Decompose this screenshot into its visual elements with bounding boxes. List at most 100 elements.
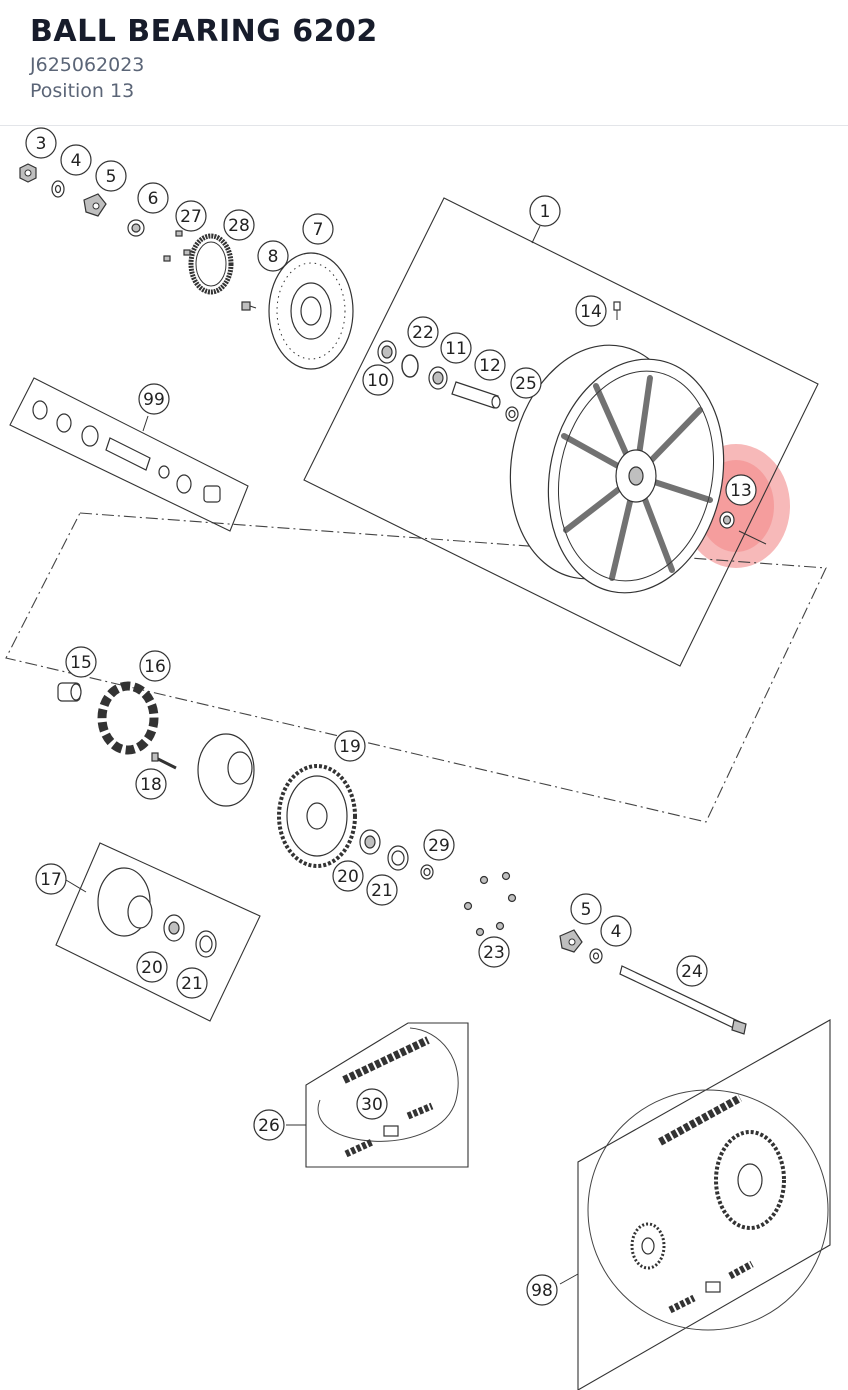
group-box-dashed xyxy=(5,512,827,823)
svg-text:19: 19 xyxy=(339,737,361,757)
callout-3[interactable]: 3 xyxy=(25,127,57,159)
spacer-tube-part-12 xyxy=(451,381,501,409)
callout-12[interactable]: 12 xyxy=(474,349,506,381)
callout-28[interactable]: 28 xyxy=(223,209,255,241)
axle-part-24 xyxy=(619,965,747,1035)
callout-1[interactable]: 1 xyxy=(529,195,561,227)
bearing-part-20 xyxy=(359,829,381,855)
svg-text:20: 20 xyxy=(337,867,359,887)
callout-24[interactable]: 24 xyxy=(676,955,708,987)
svg-text:98: 98 xyxy=(531,1281,553,1301)
svg-text:28: 28 xyxy=(228,216,250,236)
nuts-part-23 xyxy=(463,871,517,937)
callout-15[interactable]: 15 xyxy=(65,646,97,678)
svg-text:99: 99 xyxy=(143,390,165,410)
callout-10[interactable]: 10 xyxy=(362,364,394,396)
svg-text:21: 21 xyxy=(371,881,393,901)
spacer-part-6 xyxy=(127,219,145,237)
callout-21-lower[interactable]: 21 xyxy=(176,967,208,999)
svg-text:7: 7 xyxy=(313,220,324,240)
svg-text:18: 18 xyxy=(140,775,162,795)
callout-25[interactable]: 25 xyxy=(510,367,542,399)
group-box-99 xyxy=(9,377,249,532)
bearing-part-10 xyxy=(377,340,397,364)
seal-part-21 xyxy=(387,845,409,871)
bearing-part-20-lower xyxy=(163,914,185,942)
svg-text:22: 22 xyxy=(412,323,434,343)
svg-text:14: 14 xyxy=(580,302,602,322)
sleeve-part-15 xyxy=(57,682,82,702)
svg-text:17: 17 xyxy=(40,870,62,890)
washer-part-4-right xyxy=(589,948,603,964)
bearing-kit-part-99 xyxy=(32,400,221,503)
svg-text:21: 21 xyxy=(181,974,203,994)
callout-14[interactable]: 14 xyxy=(575,295,607,327)
ball-bearing-part-13[interactable] xyxy=(719,511,735,529)
callout-16[interactable]: 16 xyxy=(139,650,171,682)
callout-26[interactable]: 26 xyxy=(253,1109,285,1141)
group-box-98 xyxy=(577,1019,831,1390)
chain-adjuster-part-5-right xyxy=(559,929,583,953)
hub-part-17 xyxy=(97,867,153,937)
svg-text:4: 4 xyxy=(71,151,82,171)
bolt-part-18 xyxy=(151,752,177,770)
brake-disc-part-7 xyxy=(268,252,354,370)
bearing-part-11 xyxy=(428,366,448,390)
callout-13-highlighted[interactable]: 13 xyxy=(725,474,757,506)
callout-8[interactable]: 8 xyxy=(257,240,289,272)
svg-text:8: 8 xyxy=(268,247,279,267)
svg-text:1: 1 xyxy=(540,202,551,222)
nut-part-3 xyxy=(19,163,37,183)
callout-5[interactable]: 5 xyxy=(95,160,127,192)
svg-text:20: 20 xyxy=(141,958,163,978)
chain-kit-part-98 xyxy=(587,1089,829,1331)
page-title: BALL BEARING 6202 xyxy=(30,14,378,49)
seal-ring-part-25 xyxy=(505,406,519,422)
svg-text:15: 15 xyxy=(70,653,92,673)
bolt-part-8 xyxy=(241,301,257,311)
svg-text:6: 6 xyxy=(148,189,159,209)
svg-text:29: 29 xyxy=(428,836,450,856)
position-label: Position 13 xyxy=(30,80,135,102)
circlip-part-22 xyxy=(401,354,419,378)
callout-22[interactable]: 22 xyxy=(407,316,439,348)
svg-text:5: 5 xyxy=(581,900,592,920)
valve-part-14 xyxy=(613,301,621,320)
svg-text:24: 24 xyxy=(681,962,703,982)
callout-7[interactable]: 7 xyxy=(302,213,334,245)
chain-adjuster-part-5 xyxy=(83,193,107,217)
callout-30[interactable]: 30 xyxy=(356,1088,388,1120)
svg-text:16: 16 xyxy=(144,657,166,677)
sprocket-carrier-part xyxy=(197,733,255,807)
svg-text:5: 5 xyxy=(106,167,117,187)
callout-11[interactable]: 11 xyxy=(440,332,472,364)
callout-99[interactable]: 99 xyxy=(138,383,170,415)
callout-27[interactable]: 27 xyxy=(175,200,207,232)
svg-text:23: 23 xyxy=(483,943,505,963)
callout-29[interactable]: 29 xyxy=(423,829,455,861)
svg-text:3: 3 xyxy=(36,134,47,154)
svg-text:10: 10 xyxy=(367,371,389,391)
callout-21[interactable]: 21 xyxy=(366,874,398,906)
callout-17[interactable]: 17 xyxy=(35,863,67,895)
part-number: J625062023 xyxy=(30,54,145,76)
header: BALL BEARING 6202 J625062023 Position 13 xyxy=(0,0,848,126)
chain-part-30 xyxy=(317,1027,459,1158)
callout-4[interactable]: 4 xyxy=(60,144,92,176)
svg-text:26: 26 xyxy=(258,1116,280,1136)
callout-5-right[interactable]: 5 xyxy=(570,893,602,925)
leader-lines xyxy=(65,225,767,1285)
callout-4-right[interactable]: 4 xyxy=(600,915,632,947)
rear-wheel-part-1 xyxy=(509,344,725,594)
callout-23[interactable]: 23 xyxy=(478,936,510,968)
callout-6[interactable]: 6 xyxy=(137,182,169,214)
callout-18[interactable]: 18 xyxy=(135,768,167,800)
callout-98[interactable]: 98 xyxy=(526,1274,558,1306)
callout-20[interactable]: 20 xyxy=(332,860,364,892)
svg-text:13: 13 xyxy=(730,481,752,501)
callout-20-lower[interactable]: 20 xyxy=(136,951,168,983)
rear-sprocket-part-19 xyxy=(277,764,357,868)
callout-19[interactable]: 19 xyxy=(334,730,366,762)
washer-part-4 xyxy=(51,180,65,198)
